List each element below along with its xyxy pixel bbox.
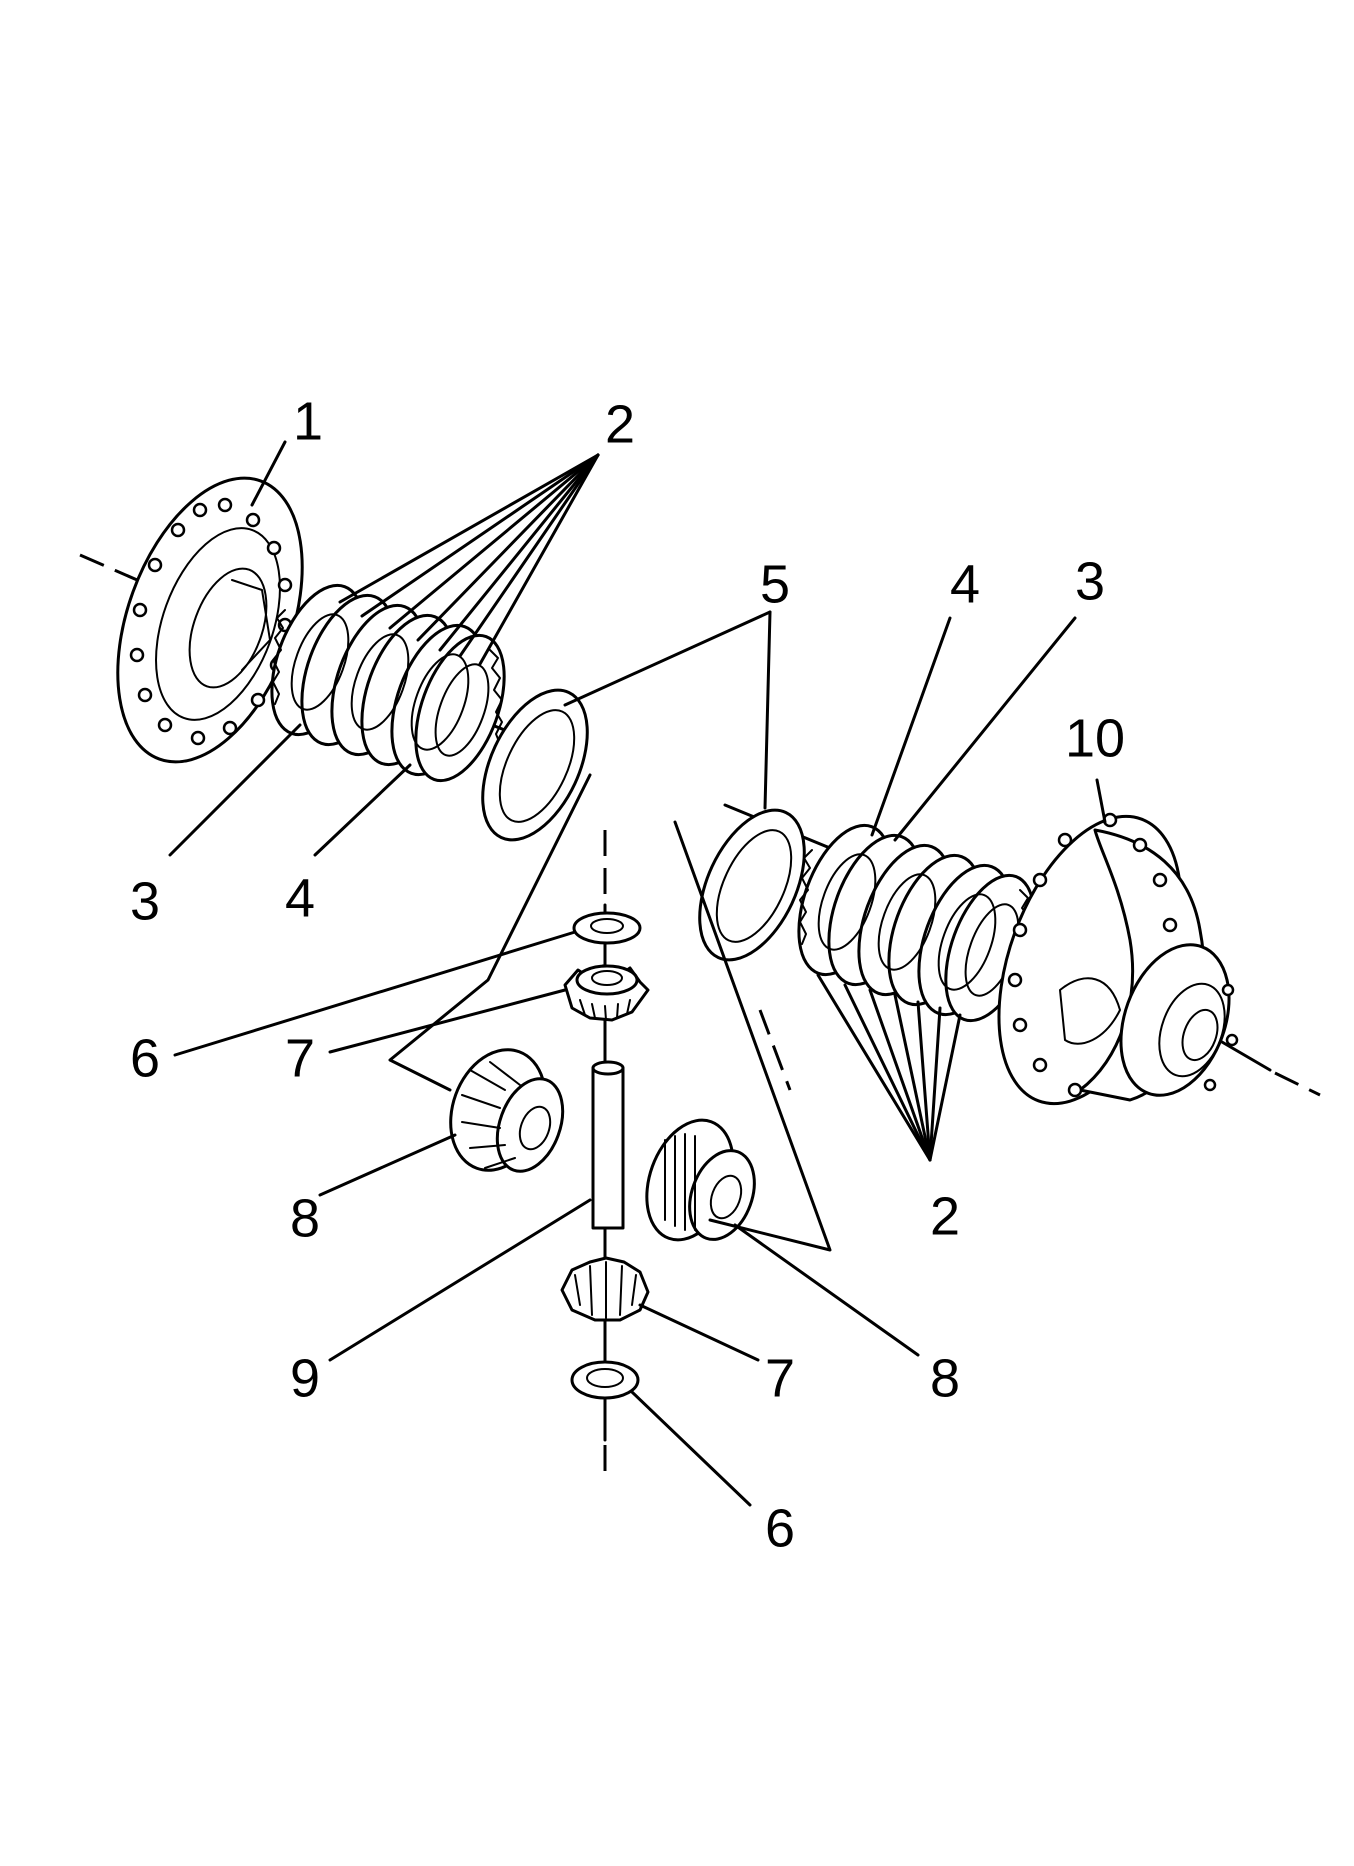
callout-7-upper: 7 <box>285 1028 315 1088</box>
pinion-shaft-part <box>591 1060 625 1230</box>
left-thrust-washer <box>481 688 589 842</box>
callout-5: 5 <box>760 554 790 614</box>
callout-6-lower: 6 <box>765 1498 795 1558</box>
callout-6-upper: 6 <box>130 1028 160 1088</box>
callout-9: 9 <box>290 1348 320 1408</box>
lower-pinion-washer <box>570 1360 640 1400</box>
callout-2-lower: 2 <box>930 1186 960 1246</box>
callout-7-lower: 7 <box>765 1348 795 1408</box>
upper-pinion-gear <box>563 964 650 1022</box>
callout-4-left: 4 <box>285 868 315 928</box>
part-10-differential-case <box>997 812 1239 1106</box>
left-side-gear <box>449 1048 565 1173</box>
callout-1: 1 <box>293 391 323 451</box>
callout-2-top: 2 <box>605 394 635 454</box>
lower-pinion-gear <box>560 1256 650 1322</box>
upper-pinion-washer <box>572 911 642 945</box>
callout-10: 10 <box>1065 708 1125 768</box>
callout-4-right: 4 <box>950 554 980 614</box>
part-1-case-cover <box>116 476 304 764</box>
callout-3-right: 3 <box>1075 551 1105 611</box>
callout-8-right: 8 <box>930 1348 960 1408</box>
left-clutch-pack <box>270 583 506 783</box>
right-thrust-washer <box>698 808 806 962</box>
callout-3-left: 3 <box>130 871 160 931</box>
shim-connector-lines <box>388 773 832 1252</box>
leader-lines <box>168 440 1107 1507</box>
callout-labels: 1 2 3 4 5 4 3 10 6 7 8 9 8 7 2 6 <box>130 391 1125 1558</box>
callout-8-left: 8 <box>290 1188 320 1248</box>
right-clutch-pack <box>797 823 1036 1023</box>
right-side-gear <box>645 1118 756 1242</box>
